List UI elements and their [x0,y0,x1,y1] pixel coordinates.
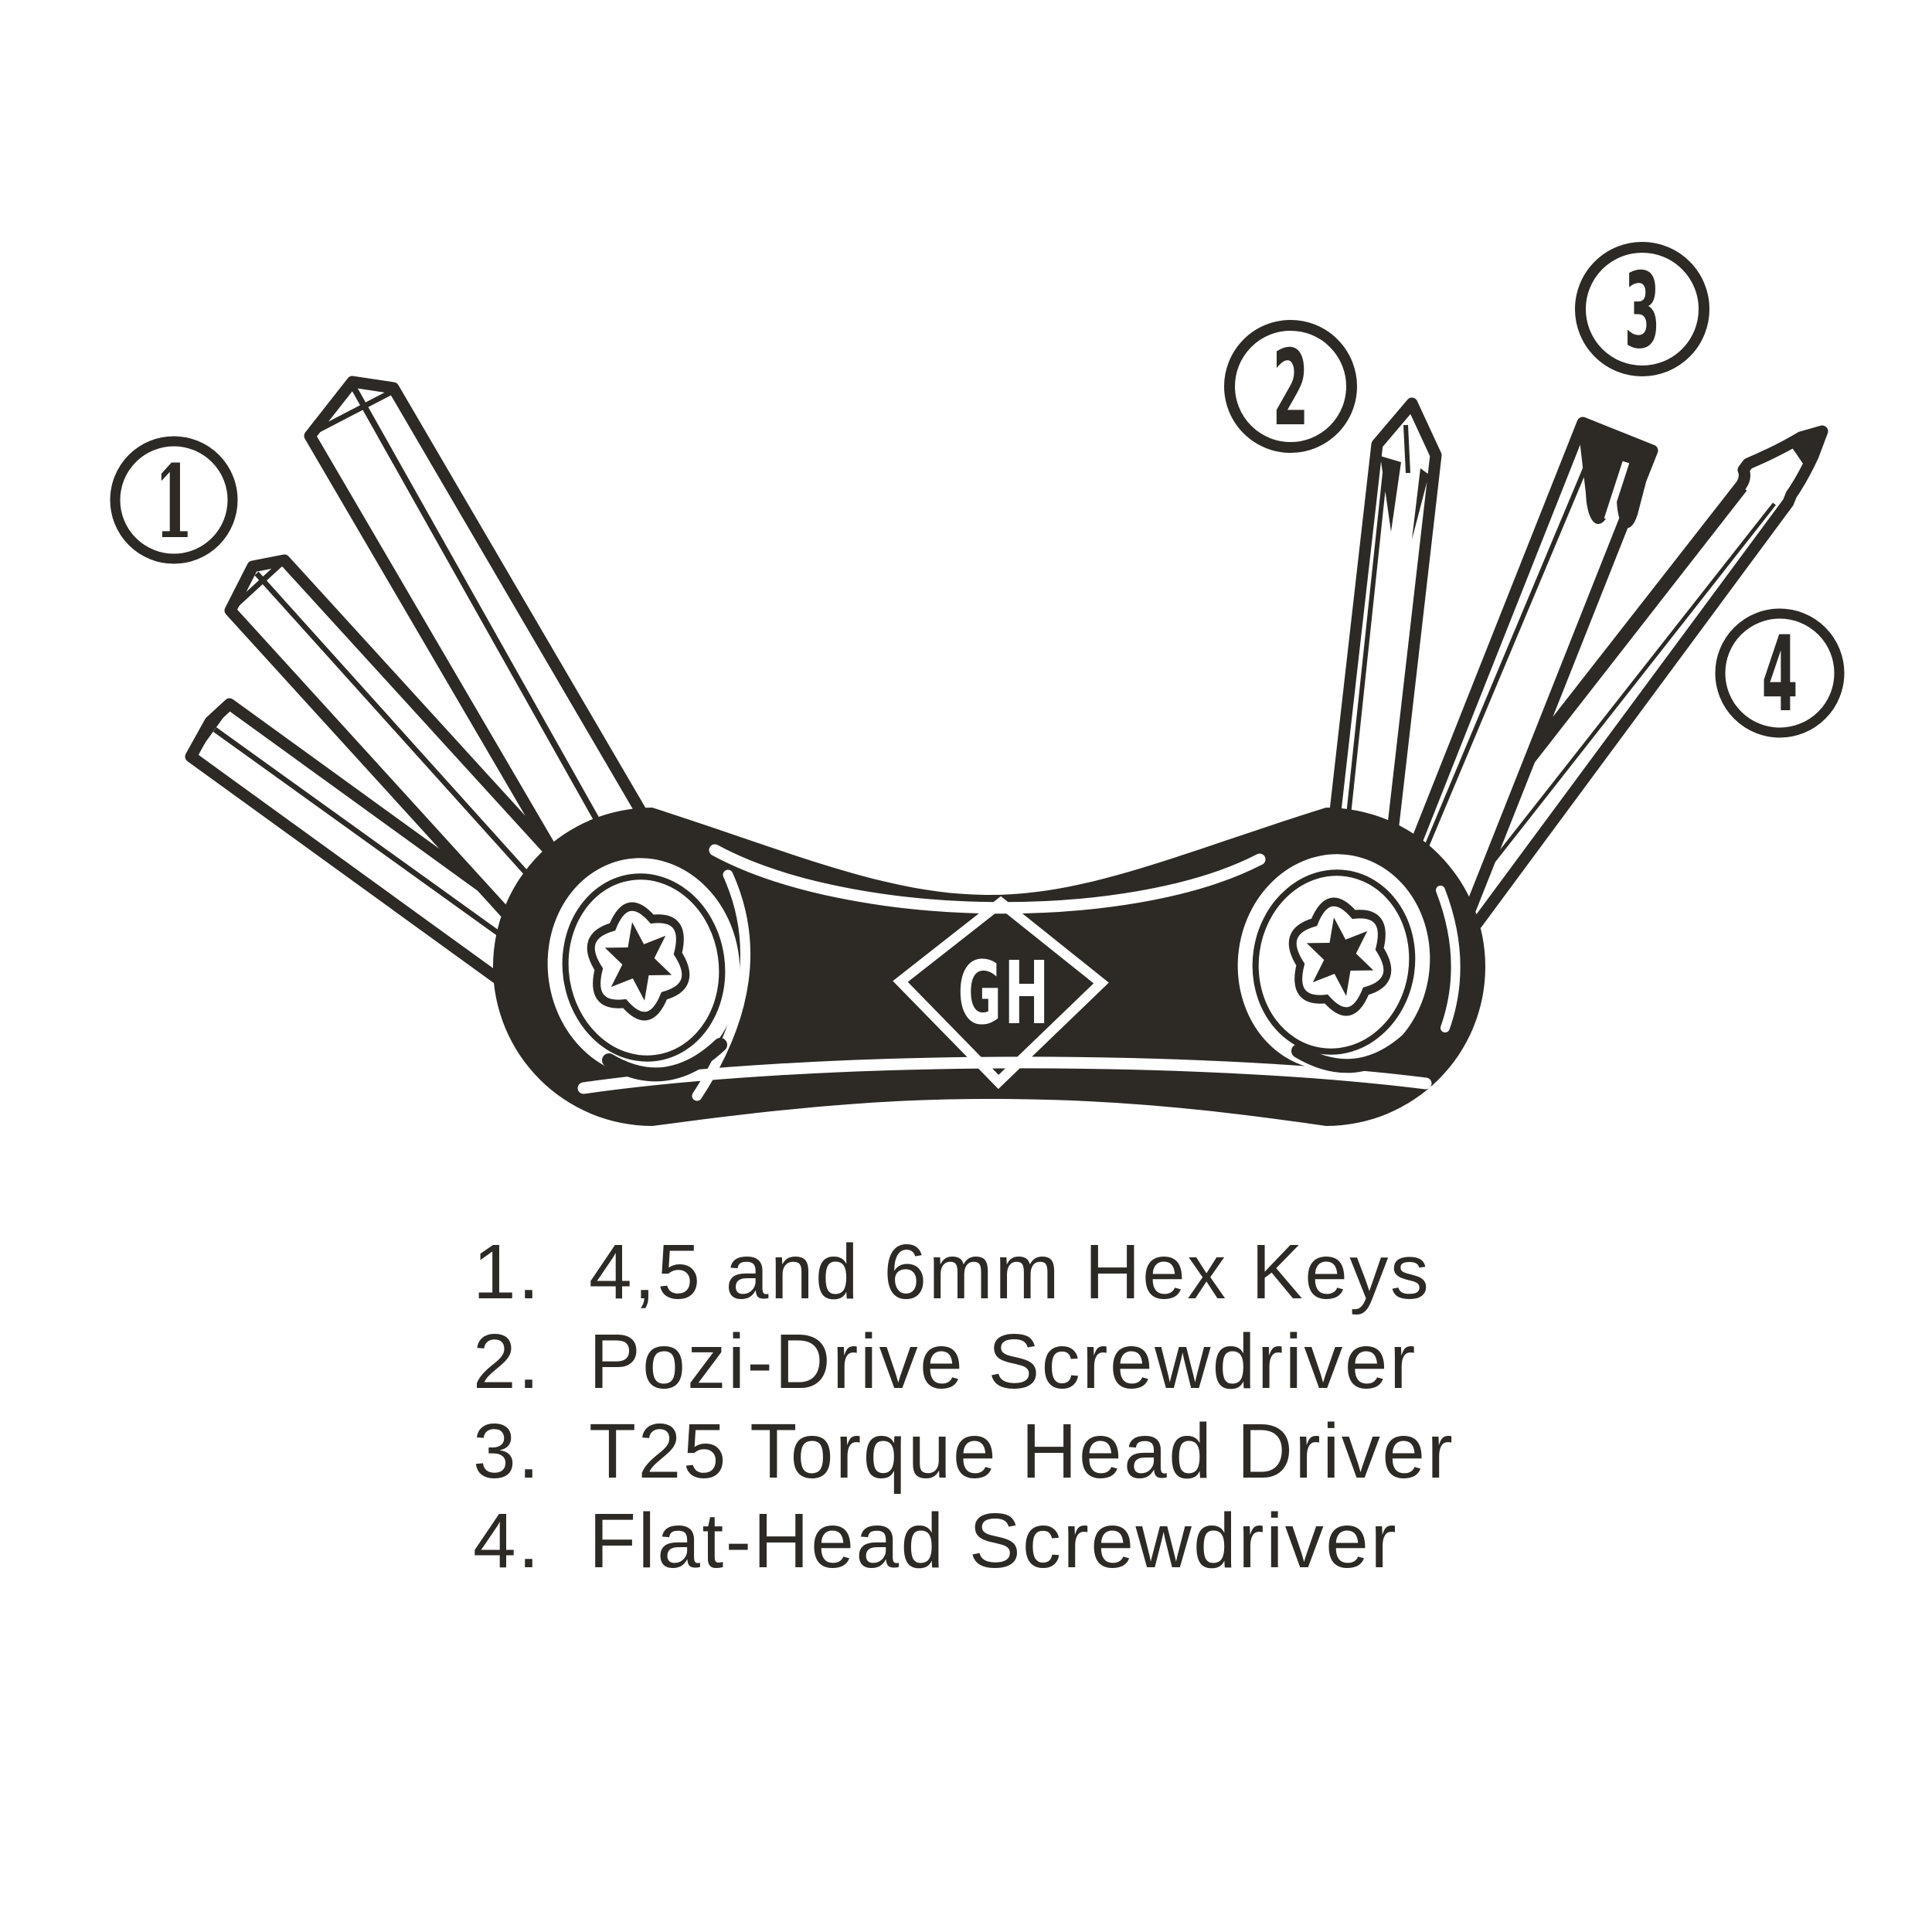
pivot-screw-right [1237,854,1430,1073]
callout-1: 1 [110,436,238,564]
pivot-left-crescent [602,1038,727,1082]
pivot-left-splat-ring [587,902,690,1021]
legend-number: 2. [473,1318,542,1405]
legend: 1. 4,5 and 6mm Hex Keys 2. Pozi-Drive Sc… [473,1227,1454,1586]
callout-3-number: 3 [1624,251,1661,372]
brand-diamond: GH [893,896,1109,1090]
hex-key-4mm-facet-line [192,706,229,756]
driver-bits [1321,397,1828,930]
right-pivot-separator-arc [1436,886,1461,1032]
legend-label: T25 Torque Head Driver [589,1407,1455,1495]
legend-item-3: 3. T25 Torque Head Driver [473,1406,1454,1496]
pivot-right-splat-ring [1288,897,1392,1016]
flathead-bit-tip [1791,430,1821,469]
hex-key-5mm-facet-line [231,561,284,610]
pivot-screw-left [547,858,740,1082]
pozi-bit-flute-left [1380,456,1401,532]
torque-bit-teeth [1578,421,1654,529]
torque-bit-face-line [1410,451,1594,881]
body-bottom-highlight [577,1056,1432,1094]
legend-number: 4. [473,1497,542,1584]
callout-1-circle [110,436,238,564]
legend-number: 1. [473,1228,542,1315]
pozi-bit-slit [1403,424,1410,474]
pivot-right-crescent [1291,1032,1415,1073]
legend-number: 3. [473,1407,542,1495]
callout-4-circle [1715,608,1845,738]
pivot-right-ring [1252,869,1416,1055]
left-pivot-separator-arc [692,869,750,1101]
torque-bit-highlight [1604,461,1630,521]
tool-body-shell [493,808,1485,1126]
pivot-left-star-icon [604,922,672,1001]
brand-diamond-outline [893,896,1109,1090]
callout-1-number: 1 [155,442,193,561]
hex-key-6mm-facet-line [311,389,392,436]
pozi-bit-face-line [1340,472,1387,874]
callout-2-number: 2 [1273,328,1309,450]
legend-item-4: 4. Flat-Head Screwdriver [473,1496,1454,1586]
legend-item-1: 1. 4,5 and 6mm Hex Keys [473,1227,1454,1317]
pivot-left-ring [562,873,726,1062]
callout-3-circle [1575,242,1709,376]
pozi-bit-flute-right [1412,468,1429,539]
callouts: 1 2 3 4 [110,242,1845,738]
callout-2: 2 [1224,320,1357,453]
flathead-bit [1423,425,1828,930]
gh-monogram: GH [957,944,1051,1044]
legend-item-2: 2. Pozi-Drive Screwdriver [473,1317,1454,1406]
pivot-right-star-icon [1306,917,1374,996]
legend-label: Flat-Head Screwdriver [589,1497,1399,1584]
callout-4: 4 [1715,608,1845,738]
callout-2-circle [1224,320,1357,453]
pivot-left-torx [587,902,690,1021]
legend-label: Pozi-Drive Screwdriver [589,1318,1417,1405]
pivot-right-torx [1288,897,1392,1016]
legend-label: 4,5 and 6mm Hex Keys [589,1228,1431,1315]
tool-body: GH [493,808,1485,1126]
callout-4-number: 4 [1762,614,1798,736]
callout-3: 3 [1575,242,1709,376]
flathead-bit-edge-line [1461,502,1776,903]
